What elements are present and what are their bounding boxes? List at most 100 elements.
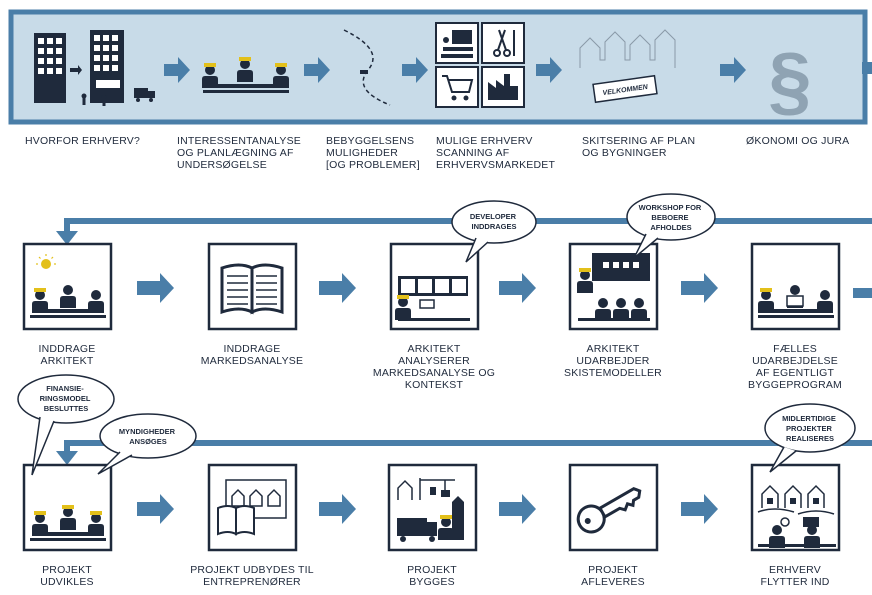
caption-line: FLYTTER IND bbox=[760, 576, 830, 588]
row3-connector-arrowhead bbox=[56, 451, 78, 465]
caption-line: MULIGE ERHVERV bbox=[436, 135, 533, 147]
tender-documents-icon bbox=[217, 479, 287, 536]
construction-icon bbox=[397, 478, 464, 542]
row2-arrow-2 bbox=[319, 273, 356, 303]
row3-arrow-2 bbox=[319, 494, 356, 524]
caption-line: INTERESSENTANALYSE bbox=[177, 135, 301, 147]
caption-line: ARKITEKT bbox=[407, 343, 461, 355]
key-icon bbox=[576, 487, 642, 534]
row1-arrow-4 bbox=[536, 57, 562, 83]
business-grid-icon bbox=[435, 22, 525, 108]
row1-arrow-5 bbox=[720, 57, 746, 83]
caption-line: INDDRAGE bbox=[223, 343, 281, 355]
bubble-developer-inddrages: DEVELOPER INDDRAGES bbox=[451, 200, 537, 263]
caption-line: ENTREPRENØRER bbox=[203, 576, 301, 588]
row1-arrow-3 bbox=[402, 57, 428, 83]
caption-line: MULIGHEDER bbox=[326, 147, 399, 159]
presentation-icon bbox=[577, 253, 650, 321]
bubble-developer-line-1: DEVELOPER bbox=[470, 212, 517, 221]
bubble-finansiering-line-3: BESLUTTES bbox=[44, 404, 89, 413]
bubble-midlertidige-line-2: PROJEKTER bbox=[786, 424, 832, 433]
row3-connector-line bbox=[64, 440, 872, 452]
caption-line: ARKITEKT bbox=[40, 355, 94, 367]
row2-arrow-4 bbox=[681, 273, 718, 303]
row2-arrow-3 bbox=[499, 273, 536, 303]
caption-line: ERHVERV bbox=[769, 564, 821, 576]
caption-line: ØKONOMI OG JURA bbox=[746, 135, 850, 147]
step-box-erhverv-flytter-ind bbox=[750, 463, 841, 552]
bubble-workshop-line-2: BEBOERE bbox=[651, 213, 688, 222]
caption-line: HVORFOR ERHVERV? bbox=[25, 135, 141, 147]
joint-program-icon bbox=[758, 285, 834, 318]
bubble-workshop-line-3: AFHOLDES bbox=[650, 223, 691, 232]
bubble-developer-text: DEVELOPER INDDRAGES bbox=[470, 212, 518, 231]
analysis-panels-icon bbox=[395, 276, 470, 321]
caption-inddrage-arkitekt: INDDRAGE ARKITEKT bbox=[0, 343, 142, 367]
caption-line: BYGGEPROGRAM bbox=[748, 379, 842, 391]
row2-connector-arrowhead bbox=[56, 231, 78, 245]
caption-inddrage-markedsanalyse: INDDRAGE MARKEDSANALYSE bbox=[177, 343, 327, 367]
caption-line: UDARBEJDELSE bbox=[752, 355, 838, 367]
caption-line: FÆLLES bbox=[773, 343, 817, 355]
bubble-myndigheder-text: MYNDIGHEDER ANSØGES bbox=[119, 427, 177, 446]
caption-line: MARKEDSANALYSE OG bbox=[372, 367, 496, 379]
meeting-icon bbox=[202, 57, 289, 93]
caption-line: PROJEKT UDBYDES TIL bbox=[190, 564, 314, 576]
row1-arrows bbox=[164, 57, 746, 83]
caption-line: UDVIKLES bbox=[40, 576, 94, 588]
paragraph-icon: § bbox=[768, 36, 811, 124]
caption-arkitekt-analyserer: ARKITEKT ANALYSERER MARKEDSANALYSE OG KO… bbox=[359, 343, 509, 391]
bubble-midlertidige-line-1: MIDLERTIDIGE bbox=[782, 414, 836, 423]
caption-line: SKISTEMODELLER bbox=[564, 367, 662, 379]
row1-arrow-2 bbox=[304, 57, 330, 83]
caption-line: BYGGES bbox=[409, 576, 455, 588]
bubble-myndigheder-line-2: ANSØGES bbox=[129, 437, 167, 446]
caption-line: KONTEKST bbox=[404, 379, 464, 391]
plan-sketch-icon: VELKOMMEN bbox=[579, 29, 676, 104]
bubble-midlertidige-line-3: REALISERES bbox=[786, 434, 834, 443]
caption-projekt-afleveres: PROJEKT AFLEVERES bbox=[538, 564, 688, 588]
caption-line: ANALYSERER bbox=[398, 355, 470, 367]
bubble-finansieringsmodel: FINANSIE- RINGSMODEL BESLUTTES bbox=[17, 374, 115, 476]
caption-line: SCANNING AF bbox=[436, 147, 510, 159]
caption-line: UDARBEJDER bbox=[576, 355, 650, 367]
row3-arrow-1 bbox=[137, 494, 174, 524]
row2-exit-connector bbox=[853, 288, 872, 298]
row3-arrow-4 bbox=[681, 494, 718, 524]
bubble-finansiering-line-1: FINANSIE- bbox=[46, 384, 84, 393]
caption-skitsering: SKITSERING AF PLAN OG BYGNINGER bbox=[582, 135, 732, 159]
caption-line: UNDERSØGELSE bbox=[177, 159, 267, 171]
row3-arrow-3 bbox=[499, 494, 536, 524]
caption-line: PROJEKT bbox=[42, 564, 92, 576]
caption-line: [OG PROBLEMER] bbox=[326, 159, 420, 171]
lightbulb-meeting-icon bbox=[30, 254, 106, 318]
caption-line: MARKEDSANALYSE bbox=[200, 355, 304, 367]
caption-okonomi-og-jura: ØKONOMI OG JURA bbox=[746, 135, 872, 147]
row1-arrow-1 bbox=[164, 57, 190, 83]
bubble-developer-line-2: INDDRAGES bbox=[471, 222, 516, 231]
caption-mulige-erhverv: MULIGE ERHVERV SCANNING AF ERHVERVSMARKE… bbox=[436, 135, 586, 171]
developers-icon bbox=[30, 505, 106, 541]
bubble-workshop: WORKSHOP FOR BEBOERE AFHOLDES bbox=[626, 193, 716, 259]
caption-interessentanalyse: INTERESSENTANALYSE OG PLANLÆGNING AF UND… bbox=[177, 135, 327, 171]
row2-arrow-1 bbox=[137, 273, 174, 303]
top-panel-connector bbox=[862, 62, 872, 74]
bubble-midlertidige: MIDLERTIDIGE PROJEKTER REALISERES bbox=[764, 403, 856, 473]
caption-projekt-bygges: PROJEKT BYGGES bbox=[357, 564, 507, 588]
bubble-myndigheder-line-1: MYNDIGHEDER bbox=[119, 427, 176, 436]
caption-arkitekt-udarbejder: ARKITEKT UDARBEJDER SKISTEMODELLER bbox=[538, 343, 688, 379]
caption-line: OG BYGNINGER bbox=[582, 147, 667, 159]
bubble-myndigheder: MYNDIGHEDER ANSØGES bbox=[97, 413, 197, 475]
book-icon bbox=[220, 263, 284, 315]
caption-faelles-udarbejdelse: FÆLLES UDARBEJDELSE AF EGENTLIGT BYGGEPR… bbox=[720, 343, 870, 391]
caption-line: SKITSERING AF PLAN bbox=[582, 135, 696, 147]
bubble-workshop-line-1: WORKSHOP FOR bbox=[639, 203, 702, 212]
caption-line: BEBYGGELSENS bbox=[326, 135, 415, 147]
caption-line: AF EGENTLIGT bbox=[755, 367, 835, 379]
caption-projekt-udvikles: PROJEKT UDVIKLES bbox=[0, 564, 142, 588]
caption-line: OG PLANLÆGNING AF bbox=[177, 147, 294, 159]
bubble-finansiering-line-2: RINGSMODEL bbox=[40, 394, 91, 403]
caption-bebyggelsens: BEBYGGELSENS MULIGHEDER [OG PROBLEMER] bbox=[326, 135, 476, 171]
